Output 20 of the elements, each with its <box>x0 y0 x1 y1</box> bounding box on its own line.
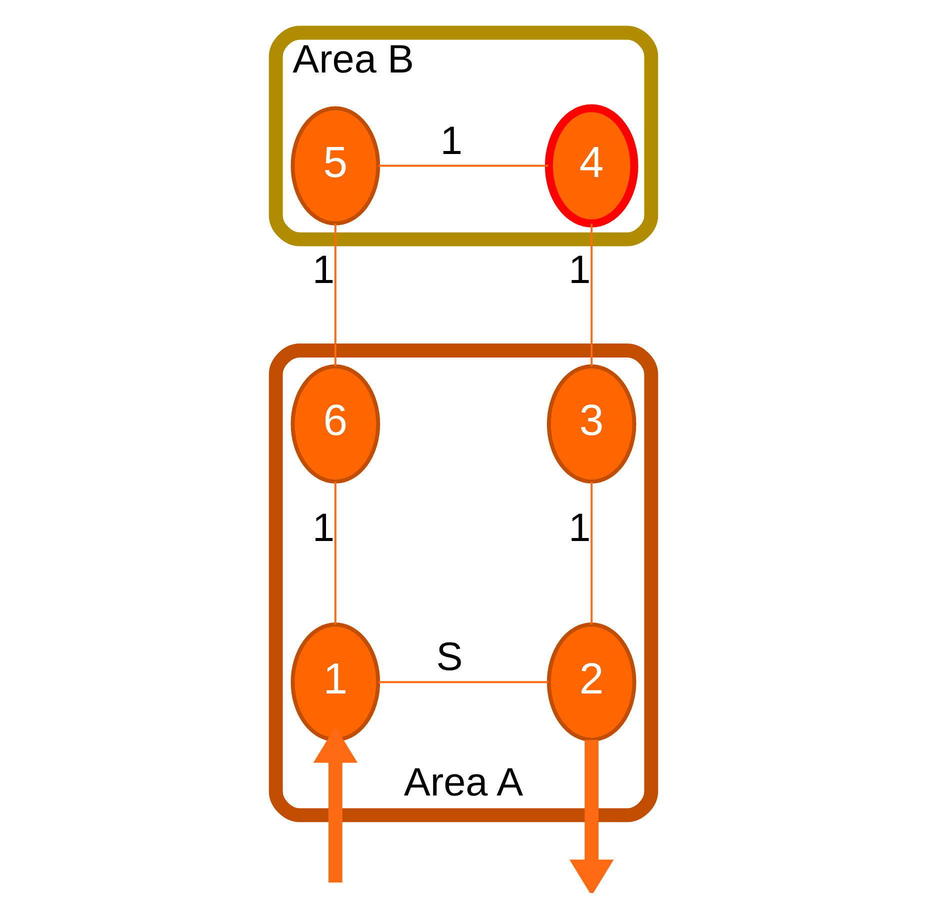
node-ellipse: 3 <box>546 364 636 484</box>
edge-label: 1 <box>568 506 590 550</box>
connector <box>378 681 548 684</box>
edge-label: 1 <box>440 118 462 163</box>
connector <box>590 224 592 366</box>
node-ellipse: 5 <box>290 106 380 226</box>
edge-label: 1 <box>568 248 590 292</box>
node-ellipse: 6 <box>290 364 380 484</box>
connector <box>378 164 548 167</box>
edge-label: 1 <box>312 506 334 550</box>
edge-label: S <box>436 635 462 680</box>
connector <box>334 482 336 624</box>
arrow <box>568 740 614 893</box>
node-ellipse: 2 <box>546 622 636 742</box>
connector <box>590 482 592 624</box>
arrow <box>312 726 358 882</box>
node-ellipse: 4 <box>544 104 638 228</box>
node-ellipse: 1 <box>290 622 380 742</box>
connector <box>334 224 336 366</box>
edge-label: 1 <box>312 248 334 292</box>
